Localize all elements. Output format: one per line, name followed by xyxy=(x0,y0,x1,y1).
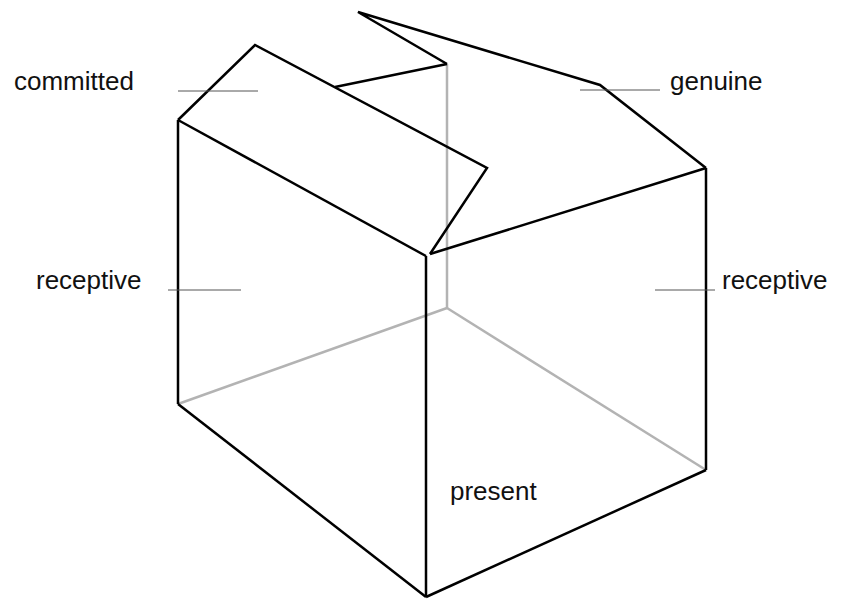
part-label: receptive xyxy=(36,265,142,295)
part-label: present xyxy=(450,476,537,506)
part-label: receptive xyxy=(722,265,828,295)
leader-lines xyxy=(168,90,715,290)
part-label: committed xyxy=(14,66,134,96)
visible-edges xyxy=(178,12,706,597)
hidden-edges xyxy=(178,64,706,470)
part-label: genuine xyxy=(670,66,763,96)
